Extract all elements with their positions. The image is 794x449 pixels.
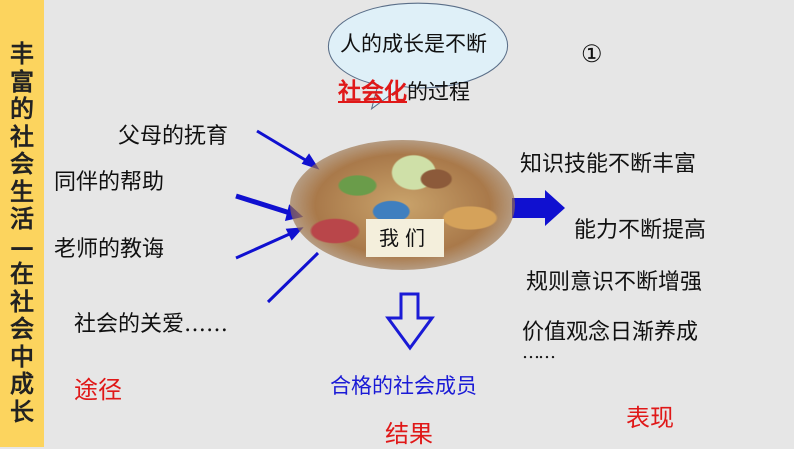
bubble-highlight: 社会化 (338, 78, 407, 105)
sidebar-char: 中 (10, 341, 34, 371)
arrow-line (256, 129, 313, 166)
sidebar-char: 富 (10, 66, 34, 96)
manifestation-item: 知识技能不断丰富 (520, 152, 697, 177)
pathway-item: 父母的抚育 (118, 124, 229, 149)
down-arrow-icon (385, 292, 435, 351)
pathway-item: 老师的教诲 (54, 237, 165, 262)
sidebar-char: 生 (10, 176, 34, 206)
sidebar-char: 会 (10, 149, 34, 178)
pathway-item: 社会的关爱…… (74, 312, 229, 337)
image-label: 我们 (366, 219, 444, 257)
sidebar-char: 会 (10, 314, 34, 343)
bubble-line-2: 社会化的过程 (338, 72, 470, 106)
manifestation-item: …… (522, 342, 556, 363)
manifestation-item: 规则意识不断增强 (526, 270, 703, 295)
sidebar-char: 社 (10, 121, 34, 151)
sidebar-char: 丰 (10, 39, 34, 68)
result-text: 合格的社会成员 (330, 374, 477, 398)
bubble-line-2-rest: 的过程 (407, 80, 470, 104)
pathway-item: 同伴的帮助 (54, 170, 165, 195)
sidebar-char: 成 (10, 369, 34, 398)
bubble-line-1: 人的成长是不断 (340, 32, 487, 56)
sidebar-char: 活 (10, 204, 34, 233)
manifestation-item: 能力不断提高 (574, 218, 707, 243)
sidebar-char: — (10, 231, 34, 261)
manifestations-heading: 表现 (626, 404, 674, 432)
arrow-line (266, 251, 320, 304)
sidebar-char: 在 (10, 259, 34, 288)
results-heading: 结果 (385, 420, 433, 448)
right-arrow-icon (512, 190, 565, 226)
speech-bubble (327, 2, 509, 111)
arrow-line (235, 193, 291, 216)
sidebar-char: 的 (10, 94, 34, 123)
slide-number-badge: ① (581, 40, 603, 68)
manifestation-item: 价值观念日渐养成 (522, 320, 699, 345)
sidebar-char: 长 (10, 396, 34, 426)
sidebar-band: 丰 富 的 社 会 生 活 — 在 社 会 中 成 长 (0, 0, 44, 447)
sidebar-title: 丰 富 的 社 会 生 活 — 在 社 会 中 成 长 (0, 40, 44, 425)
sidebar-char: 社 (10, 286, 34, 316)
arrow-line (235, 230, 295, 260)
pathways-heading: 途径 (74, 376, 122, 404)
